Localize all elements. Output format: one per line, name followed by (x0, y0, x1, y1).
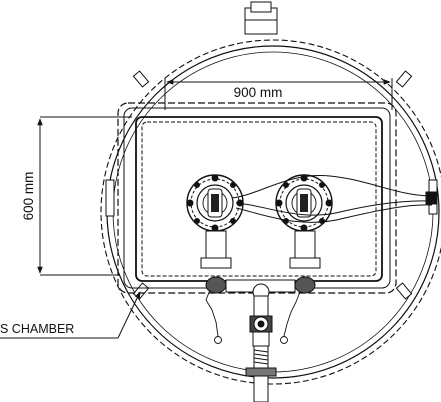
signal-cable (231, 175, 437, 223)
ring-notches (105, 70, 438, 300)
width-dimension-label: 900 mm (234, 85, 283, 100)
top-lug (244, 1, 278, 35)
outlet-manifold (200, 230, 321, 317)
threaded-pipe (245, 345, 277, 402)
height-dimension-label: 600 mm (21, 172, 36, 221)
main-valve (249, 315, 273, 347)
height-dimension (37, 116, 132, 276)
width-dimension (164, 78, 393, 110)
rectangular-frame (117, 102, 397, 294)
chains (205, 289, 301, 344)
meter-left (186, 174, 244, 232)
callout-leader (0, 291, 141, 339)
callout-label: S CHAMBER (0, 322, 74, 336)
